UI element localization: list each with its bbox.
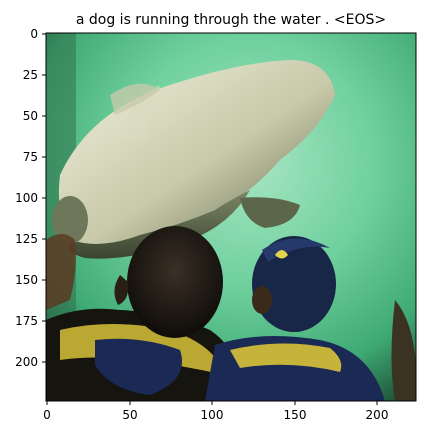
x-tick-label: 50 [122, 408, 137, 422]
figure-title: a dog is running through the water . <EO… [76, 12, 386, 28]
right-rock [391, 300, 416, 401]
y-tick-label: 0 [30, 27, 38, 41]
x-tick-label: 200 [366, 408, 389, 422]
y-tick-label: 125 [15, 232, 38, 246]
image-frame [45, 32, 417, 402]
x-tick-label: 100 [201, 408, 224, 422]
y-tick-label: 75 [23, 150, 38, 164]
x-axis: 0 50 100 150 200 [43, 401, 388, 422]
y-tick-label: 175 [15, 314, 38, 328]
image-panel [46, 33, 416, 401]
x-tick-label: 150 [284, 408, 307, 422]
y-axis: 0 25 50 75 100 125 150 175 200 [15, 27, 46, 369]
x-tick-label: 0 [43, 408, 51, 422]
y-tick-label: 200 [15, 355, 38, 369]
boy-left [46, 226, 250, 401]
y-tick-label: 50 [23, 109, 38, 123]
y-tick-label: 100 [15, 191, 38, 205]
y-tick-label: 150 [15, 273, 38, 287]
boy-right [205, 236, 385, 401]
y-tick-label: 25 [23, 68, 38, 82]
